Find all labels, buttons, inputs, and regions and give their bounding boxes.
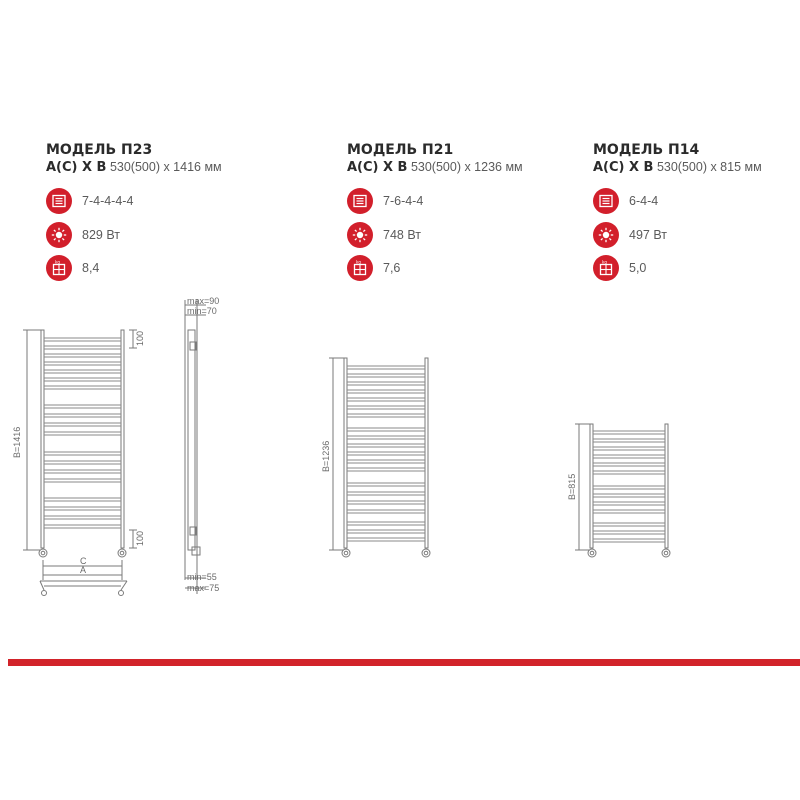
power-value: 829 Вт	[82, 228, 120, 242]
power-sun-icon	[46, 222, 72, 248]
pitch-top-label: 100	[135, 331, 145, 346]
side-max-top-label: max=90	[187, 296, 219, 306]
pitch-bottom-label: 100	[135, 531, 145, 546]
dims-value: 530(500) х 1416 мм	[109, 160, 222, 174]
width-a-label: А	[80, 565, 86, 575]
model-title: МОДЕЛЬ П23	[46, 142, 153, 158]
radiator-side-p23	[184, 299, 206, 594]
svg-text:kg: kg	[602, 260, 607, 265]
width-c-label: С	[80, 556, 87, 566]
power-value: 748 Вт	[383, 228, 421, 242]
spec-weight: kg 5,0	[593, 255, 646, 281]
side-min-top-label: min=70	[187, 306, 217, 316]
spec-power: 748 Вт	[347, 222, 421, 248]
dims-label: А(С) Х В	[46, 160, 107, 175]
side-max-bottom-label: max=75	[187, 583, 219, 593]
radiator-front-p14	[575, 423, 671, 558]
power-value: 497 Вт	[629, 228, 667, 242]
dims-label: А(С) Х В	[347, 160, 408, 175]
weight-value: 8,4	[82, 261, 100, 275]
spec-power: 497 Вт	[593, 222, 667, 248]
model-title: МОДЕЛЬ П21	[347, 142, 454, 158]
svg-text:kg: kg	[55, 260, 60, 265]
sections-value: 7-6-4-4	[383, 194, 424, 208]
side-min-bottom-label: min=55	[187, 572, 217, 582]
radiator-front-p23	[23, 329, 137, 596]
spec-weight: kg 8,4	[46, 255, 99, 281]
spec-sections: 7-4-4-4-4	[46, 188, 133, 214]
model-block-p23: МОДЕЛЬ П23 А(С) Х В 530(500) х 1416 мм 7…	[46, 142, 222, 281]
sections-icon	[46, 188, 72, 214]
model-dimensions: А(С) Х В 530(500) х 1416 мм	[46, 159, 222, 176]
sections-value: 7-4-4-4-4	[82, 194, 134, 208]
spec-power: 829 Вт	[46, 222, 120, 248]
power-sun-icon	[347, 222, 373, 248]
dims-value: 530(500) х 1236 мм	[410, 160, 523, 174]
spec-sections: 7-6-4-4	[347, 188, 423, 214]
model-dimensions: А(С) Х В 530(500) х 815 мм	[593, 159, 762, 176]
spec-weight: kg 7,6	[347, 255, 400, 281]
dims-value: 530(500) х 815 мм	[656, 160, 762, 174]
weight-icon: kg	[593, 255, 619, 281]
model-title: МОДЕЛЬ П14	[593, 142, 700, 158]
model-dimensions: А(С) Х В 530(500) х 1236 мм	[347, 159, 523, 176]
red-divider-bar	[8, 659, 800, 666]
power-sun-icon	[593, 222, 619, 248]
sections-value: 6-4-4	[629, 194, 659, 208]
spec-sections: 6-4-4	[593, 188, 658, 214]
height-label-p14: В=815	[567, 474, 577, 500]
weight-value: 7,6	[383, 261, 401, 275]
radiator-front-p21	[329, 357, 431, 558]
model-block-p21: МОДЕЛЬ П21 А(С) Х В 530(500) х 1236 мм 7…	[347, 142, 523, 281]
svg-text:kg: kg	[356, 260, 361, 265]
sections-icon	[593, 188, 619, 214]
weight-icon: kg	[347, 255, 373, 281]
model-block-p14: МОДЕЛЬ П14 А(С) Х В 530(500) х 815 мм 6-…	[593, 142, 762, 281]
height-label-p23: В=1416	[12, 427, 22, 458]
height-label-p21: В=1236	[321, 441, 331, 472]
dims-label: А(С) Х В	[593, 160, 654, 175]
weight-icon: kg	[46, 255, 72, 281]
weight-value: 5,0	[629, 261, 647, 275]
sections-icon	[347, 188, 373, 214]
